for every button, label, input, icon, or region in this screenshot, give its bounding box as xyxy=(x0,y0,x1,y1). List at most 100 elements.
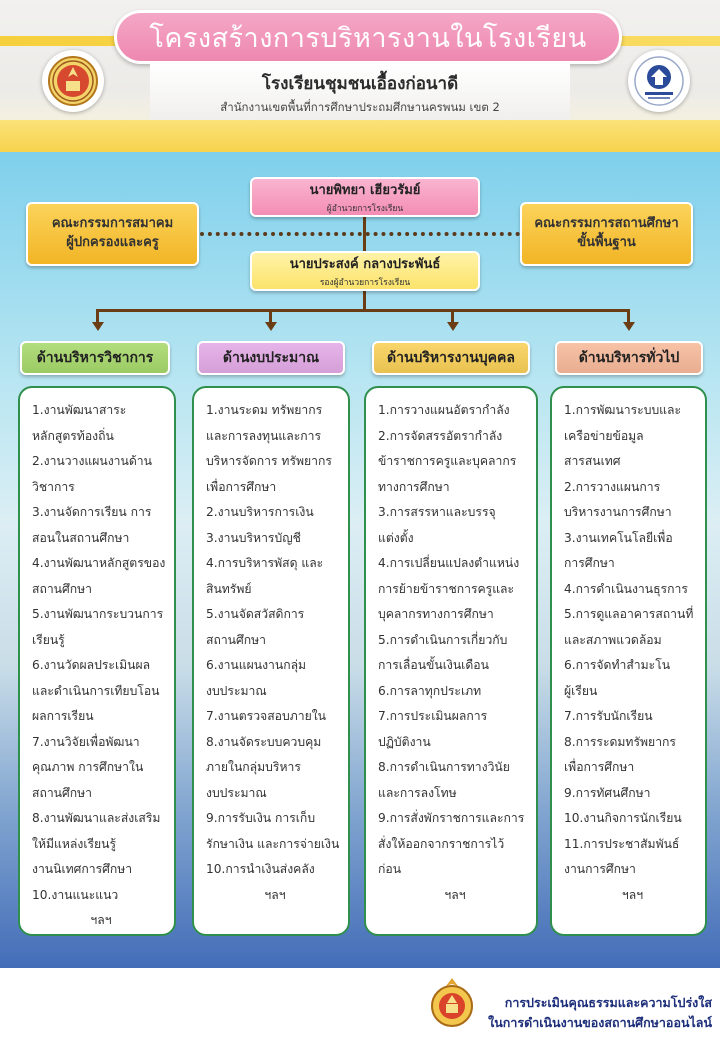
duty-item: 3.งานเทคโนโลยีเพื่อ xyxy=(564,530,673,545)
duty-item: เพื่อการศึกษา xyxy=(206,479,277,494)
duty-item: 3.การสรรหาและบรรจุ xyxy=(378,505,496,519)
duty-item: 7.งานวิจัยเพื่อพัฒนา xyxy=(32,734,140,749)
department-header: ด้านบริหารทั่วไป xyxy=(555,341,703,375)
school-board-committee-box: คณะกรรมการสถานศึกษา ขั้นพื้นฐาน xyxy=(520,202,693,266)
department-header: ด้านงบประมาณ xyxy=(197,341,345,375)
duty-item: 1.การวางแผนอัตรากำลัง xyxy=(378,403,510,417)
footer-caption: การประเมินคุณธรรมและความโปร่งใส ในการดำเ… xyxy=(480,993,712,1033)
duty-item: 6.การจัดทำสำมะโน xyxy=(564,658,671,672)
duty-item: 5.การดูแลอาคารสถานที่ xyxy=(564,607,694,621)
duty-item: 7.การรับนักเรียน xyxy=(564,709,653,723)
duty-item: 6.งานวัดผลประเมินผล xyxy=(32,658,151,672)
duty-item: สินทรัพย์ xyxy=(206,581,252,596)
department-header: ด้านบริหารวิชาการ xyxy=(20,341,170,375)
parent-teacher-committee-box: คณะกรรมการสมาคม ผู้ปกครองและครู xyxy=(26,202,199,266)
footer-line2: ในการดำเนินงานของสถานศึกษาออนไลน์ xyxy=(488,1015,712,1030)
duty-item: วิชาการ xyxy=(32,479,75,494)
duty-item: และดำเนินการเทียบโอน xyxy=(32,683,160,698)
footer-line1: การประเมินคุณธรรมและความโปร่งใส xyxy=(504,995,712,1010)
duty-item: หลักสูตรท้องถิ่น xyxy=(32,428,114,443)
footer-background xyxy=(0,968,720,1040)
duty-item: และการลงโทษ xyxy=(378,785,457,800)
duty-item: และการลงทุนและการ xyxy=(206,428,322,443)
duty-item: บริหารจัดการ ทรัพยากร xyxy=(206,454,332,468)
duty-item: 4.งานพัฒนาหลักสูตรของ xyxy=(32,556,166,570)
duty-item: 10.การนำเงินส่งคลัง xyxy=(206,862,315,876)
obec-emblem-icon xyxy=(628,50,690,112)
duty-item: 8.งานจัดระบบควบคุม xyxy=(206,734,322,749)
department-duty-list: 1.งานระดม ทรัพยากรและการลงทุนและการบริหา… xyxy=(192,386,350,936)
branch-line-4 xyxy=(627,309,630,323)
duty-item: ก่อน xyxy=(378,862,402,876)
duty-item: งานการศึกษา xyxy=(564,862,636,876)
duty-item: 8.การระดมทรัพยากร xyxy=(564,734,676,749)
duty-item: รักษาเงิน และการจ่ายเงิน xyxy=(206,836,340,851)
arrow-down-icon xyxy=(447,322,459,331)
committee-right-line2: ขั้นพื้นฐาน xyxy=(577,235,636,250)
director-role: ผู้อำนวยการโรงเรียน xyxy=(326,204,404,214)
committee-left-line1: คณะกรรมการสมาคม xyxy=(51,216,174,232)
branch-line-2 xyxy=(269,309,272,323)
duty-item: 8.งานพัฒนาและส่งเสริม xyxy=(32,811,161,825)
duty-item: สถานศึกษา xyxy=(206,632,266,647)
duty-item: 2.การวางแผนการ xyxy=(564,479,661,494)
duty-item: งบประมาณ xyxy=(206,785,267,800)
duty-item: 10.งานกิจการนักเรียน xyxy=(564,811,682,825)
duty-item: 5.งานพัฒนากระบวนการ xyxy=(32,607,164,621)
duty-item: 1.งานพัฒนาสาระ xyxy=(32,403,127,417)
department-header: ด้านบริหารงานบุคคล xyxy=(372,341,530,375)
duty-item: ทางการศึกษา xyxy=(378,479,450,494)
etc-mark: ฯลฯ xyxy=(444,887,466,902)
duty-item: 7.การประเมินผลการ xyxy=(378,709,488,723)
department-duty-list: 1.งานพัฒนาสาระหลักสูตรท้องถิ่น 2.งานวางแผ… xyxy=(18,386,176,936)
duty-item: ผลการเรียน xyxy=(32,709,94,723)
duty-item: แต่งตั้ง xyxy=(378,530,414,545)
duty-item: 1.งานระดม ทรัพยากร xyxy=(206,403,323,417)
department-duty-list: 1.การพัฒนาระบบและเครือข่ายข้อมูลสารสนเทศ… xyxy=(550,386,707,936)
duty-item: บุคลากรทางการศึกษา xyxy=(378,607,494,621)
school-emblem-icon xyxy=(42,50,104,112)
duty-item: สั่งให้ออกจากราชการไว้ xyxy=(378,836,505,851)
branch-line-1 xyxy=(96,309,99,323)
arrow-down-icon xyxy=(265,322,277,331)
duty-item: เครือข่ายข้อมูล xyxy=(564,428,644,443)
duty-item: และสภาพแวดล้อม xyxy=(564,632,662,647)
duty-item: 2.งานวางแผนงานด้าน xyxy=(32,454,152,468)
duty-item: 6.งานแผนงานกลุ่ม xyxy=(206,658,307,672)
deputy-name: นายประสงค์ กลางประพันธ์ xyxy=(289,257,441,272)
committee-right-line1: คณะกรรมการสถานศึกษา xyxy=(534,216,679,232)
duty-item: ปฏิบัติงาน xyxy=(378,734,431,749)
committee-connector xyxy=(200,232,520,236)
duty-item: 9.การสั่งพักราชการและการ xyxy=(378,811,525,825)
director-name: นายพิทยา เฮียวรัมย์ xyxy=(309,183,421,198)
duty-item: เรียนรู้ xyxy=(32,632,65,647)
school-emblem-icon xyxy=(430,976,474,1034)
duty-item: 3.งานจัดการเรียน การ xyxy=(32,505,152,519)
duty-item: 4.การบริหารพัสดุ และ xyxy=(206,556,324,570)
duty-item: 8.การดำเนินการทางวินัย xyxy=(378,760,510,774)
duty-item: สถานศึกษา xyxy=(32,785,92,800)
duty-item: งานนิเทศการศึกษา xyxy=(32,862,133,876)
duty-item: สอนในสถานศึกษา xyxy=(32,530,130,545)
school-name: โรงเรียนชุมชนเอื้องก่อนาดี xyxy=(261,74,459,94)
department-bus-line xyxy=(96,309,630,312)
duty-item: 6.การลาทุกประเภท xyxy=(378,683,482,698)
duty-item: สารสนเทศ xyxy=(564,454,621,468)
deputy-box: นายประสงค์ กลางประพันธ์ รองผู้อำนวยการโร… xyxy=(250,251,480,291)
duty-item: ให้มีแหล่งเรียนรู้ xyxy=(32,836,117,851)
arrow-down-icon xyxy=(92,322,104,331)
duty-item: 2.งานบริหารการเงิน xyxy=(206,505,314,519)
duty-item: การเลื่อนขั้นเงินเดือน xyxy=(378,658,489,672)
committee-left-line2: ผู้ปกครองและครู xyxy=(66,235,159,250)
duty-item: งบประมาณ xyxy=(206,683,267,698)
duty-item: 9.การทัศนศึกษา xyxy=(564,785,651,800)
education-office: สำนักงานเขตพื้นที่การศึกษาประถมศึกษานครพ… xyxy=(220,100,500,114)
duty-item: คุณภาพ การศึกษาใน xyxy=(32,760,144,774)
duty-item: สถานศึกษา xyxy=(32,581,92,596)
duty-item: 9.การรับเงิน การเก็บ xyxy=(206,811,316,825)
page-title: โครงสร้างการบริหารงานในโรงเรียน xyxy=(114,10,622,64)
etc-mark: ฯลฯ xyxy=(90,913,112,927)
school-info: โรงเรียนชุมชนเอื้องก่อนาดี สำนักงานเขตพื… xyxy=(150,64,570,120)
duty-item: 5.การดำเนินการเกี่ยวกับ xyxy=(378,632,508,647)
